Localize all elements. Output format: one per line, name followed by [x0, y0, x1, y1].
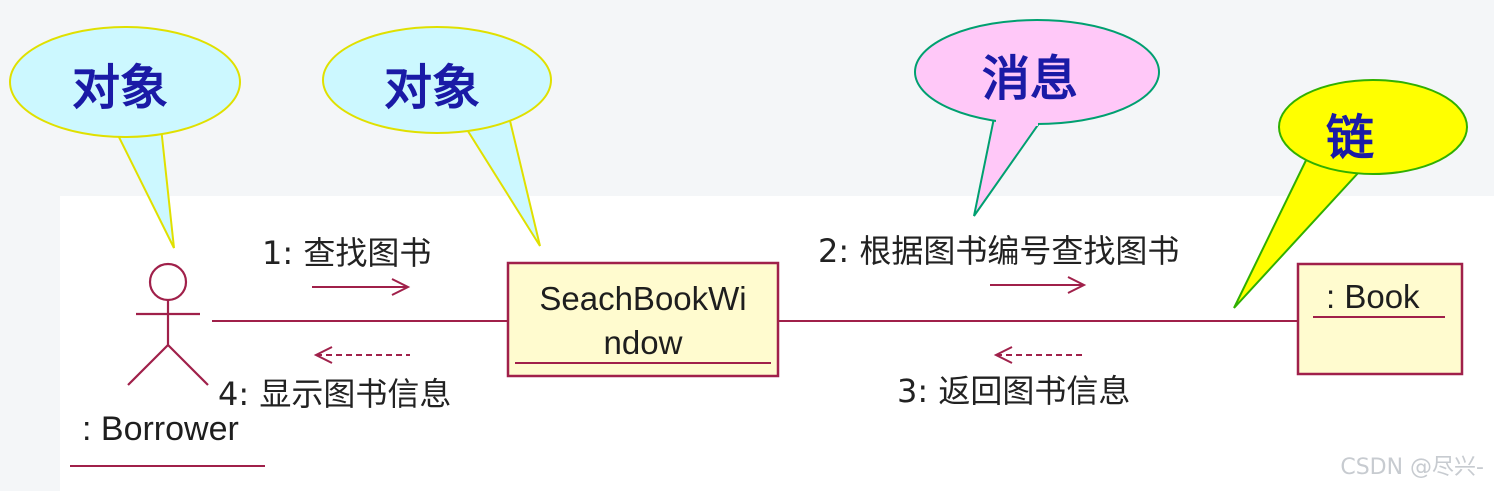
callout-borrower-object: 对象 [9, 26, 241, 249]
message-arrow-2 [990, 276, 1087, 294]
borrower-label: : Borrower [82, 410, 239, 448]
borrower-actor [127, 262, 209, 386]
message-label-1: 1: 查找图书 [262, 234, 431, 272]
message-label-3: 3: 返回图书信息 [897, 372, 1130, 410]
message-arrow-3 [993, 346, 1085, 364]
message-arrow-4 [313, 346, 410, 364]
actor-left-leg [127, 344, 169, 386]
callout-message: 消息 [914, 19, 1160, 217]
callout-link-text: 链 [1326, 110, 1374, 166]
callout-window-object: 对象 [322, 26, 552, 247]
callout-window-text: 对象 [384, 60, 480, 116]
callout-message-text: 消息 [982, 51, 1078, 107]
book-object-box [1296, 262, 1464, 376]
message-arrow-1 [312, 278, 411, 296]
window-label-line1: SeachBookWi [539, 280, 746, 317]
message-label-2: 2: 根据图书编号查找图书 [818, 232, 1179, 270]
message-label-4: 4: 显示图书信息 [218, 375, 451, 413]
callout-link: 链 [1233, 79, 1468, 309]
window-object-box [506, 261, 780, 378]
callout-borrower-text: 对象 [72, 60, 168, 116]
actor-right-leg [167, 344, 209, 386]
window-label-line2: ndow [604, 324, 683, 361]
book-label: : Book [1326, 278, 1420, 315]
csdn-watermark: CSDN @尽兴- [1340, 455, 1484, 480]
